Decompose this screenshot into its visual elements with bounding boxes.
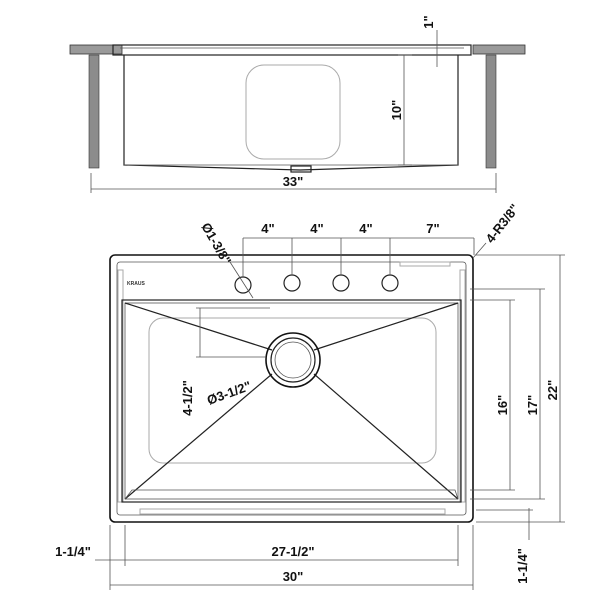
sink-body-outline [123, 55, 459, 171]
drain-inner [270, 337, 316, 383]
bowl-inner [124, 302, 459, 500]
depth-22-label: 22" [545, 380, 560, 401]
corner-radius-leader [472, 242, 487, 259]
inner-rim [116, 261, 467, 516]
countertop-right [472, 44, 526, 55]
hole-dia-label: Ø1-3/8" [198, 220, 234, 267]
countertop-left [69, 44, 123, 55]
sink-lip [112, 44, 472, 56]
slope-line-tl [124, 302, 273, 351]
corner-radius-label: 4-R3/8" [483, 201, 523, 246]
spacing-3-label: 4" [359, 221, 372, 236]
bowl-width-label: 27-1/2" [271, 544, 314, 559]
overall-width-label: 30" [283, 569, 304, 584]
slope-line-br [313, 373, 459, 500]
bottom-margin-label: 1-1/4" [515, 548, 530, 584]
ledge-strip [124, 489, 459, 500]
cabinet-wall-left [88, 54, 100, 169]
slope-line-tr [313, 302, 459, 351]
height-label: 10" [389, 100, 404, 121]
outer-rim [109, 254, 474, 523]
slot-right [459, 269, 466, 503]
slot-top [399, 261, 451, 267]
bowl-outline [121, 299, 462, 503]
left-margin-label: 1-1/4" [55, 544, 91, 559]
cabinet-wall-right [485, 54, 497, 169]
drain-core [274, 341, 312, 379]
faucet-hole-3 [332, 274, 350, 292]
drain-outer [265, 332, 321, 388]
top-view: KRAUS 4" 4" 4" 7" Ø1-3/8" [55, 201, 565, 590]
spacing-1-label: 4" [261, 221, 274, 236]
drain-dia-label: Ø3-1/2" [205, 378, 253, 408]
drain-stub [290, 165, 312, 173]
bowl-floor [148, 317, 437, 464]
slot-bottom [139, 508, 446, 515]
faucet-hole-4 [381, 274, 399, 292]
slope-line-bl [124, 373, 273, 500]
hole-dia-leader [229, 261, 254, 299]
drain-offset-label: 4-1/2" [180, 380, 195, 416]
brand-logo: KRAUS [127, 281, 145, 287]
width-label: 33" [283, 174, 304, 189]
lip-label: 1" [421, 15, 436, 28]
spacing-4-label: 7" [426, 221, 439, 236]
faucet-hole-2 [283, 274, 301, 292]
spacing-2-label: 4" [310, 221, 323, 236]
side-view: 10" 1" 33" [69, 15, 526, 193]
slot-left [117, 269, 124, 503]
depth-16-label: 16" [495, 395, 510, 416]
viewing-window [245, 64, 341, 160]
depth-17-label: 17" [525, 395, 540, 416]
